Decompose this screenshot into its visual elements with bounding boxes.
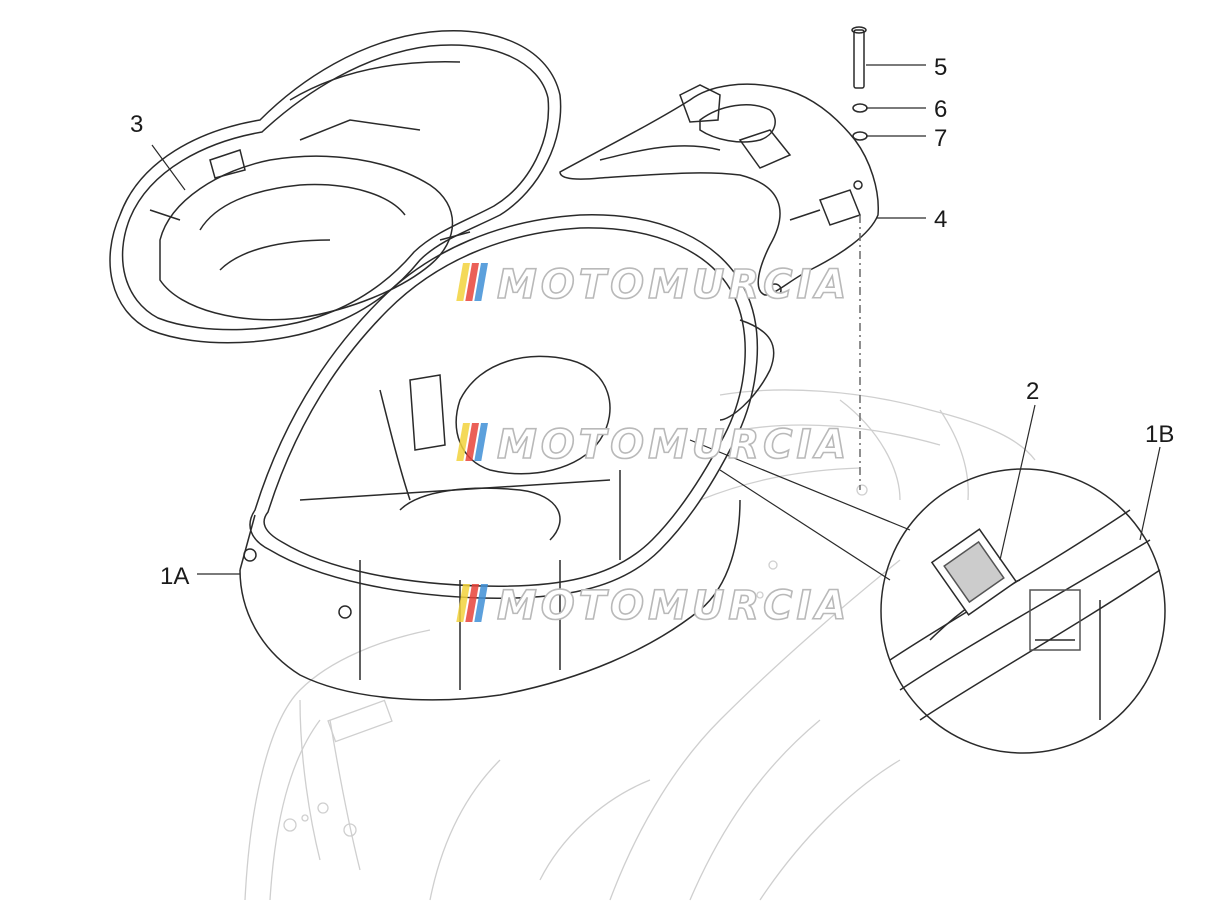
watermark-middle: MOTOMURCIA [456, 421, 850, 469]
watermark-stripe [474, 584, 488, 622]
watermark-text: MOTOMURCIA [497, 422, 850, 468]
callout-1b: 1B [1145, 421, 1174, 448]
watermark-text: MOTOMURCIA [497, 262, 850, 308]
part-5-bolt-head [851, 26, 867, 34]
part-1a-helmet-compartment [239, 214, 775, 701]
detail-circle [880, 468, 1166, 754]
watermark-stripe [474, 423, 488, 461]
part-3-saddle-liner [109, 30, 562, 344]
callout-3: 3 [130, 111, 143, 138]
callout-4: 4 [934, 206, 947, 233]
part-7-washer [852, 131, 868, 141]
leader-lines [151, 64, 1161, 575]
part-6-washer [852, 103, 868, 113]
callout-2: 2 [1026, 378, 1039, 405]
watermark-stripe [456, 423, 470, 461]
fastener-group [851, 26, 868, 490]
callout-labels: 3 5 6 7 4 1A 2 1B [130, 54, 1174, 590]
callout-6: 6 [934, 96, 947, 123]
watermark-stripe [465, 584, 479, 622]
callout-5: 5 [934, 54, 947, 81]
watermark-top: MOTOMURCIA [456, 261, 850, 309]
part-5-bolt [853, 29, 865, 89]
callout-1a: 1A [160, 563, 189, 590]
watermark-stripe [465, 263, 479, 301]
watermark-stripe [465, 423, 479, 461]
watermark-stripe [474, 263, 488, 301]
watermark-stripe [456, 584, 470, 622]
watermark-bottom: MOTOMURCIA [456, 582, 850, 630]
detail-magnifier [689, 439, 1166, 754]
watermark-text: MOTOMURCIA [497, 583, 850, 629]
scooter-body-outline [244, 389, 1036, 901]
callout-7: 7 [934, 125, 947, 152]
watermark-stripe [456, 263, 470, 301]
